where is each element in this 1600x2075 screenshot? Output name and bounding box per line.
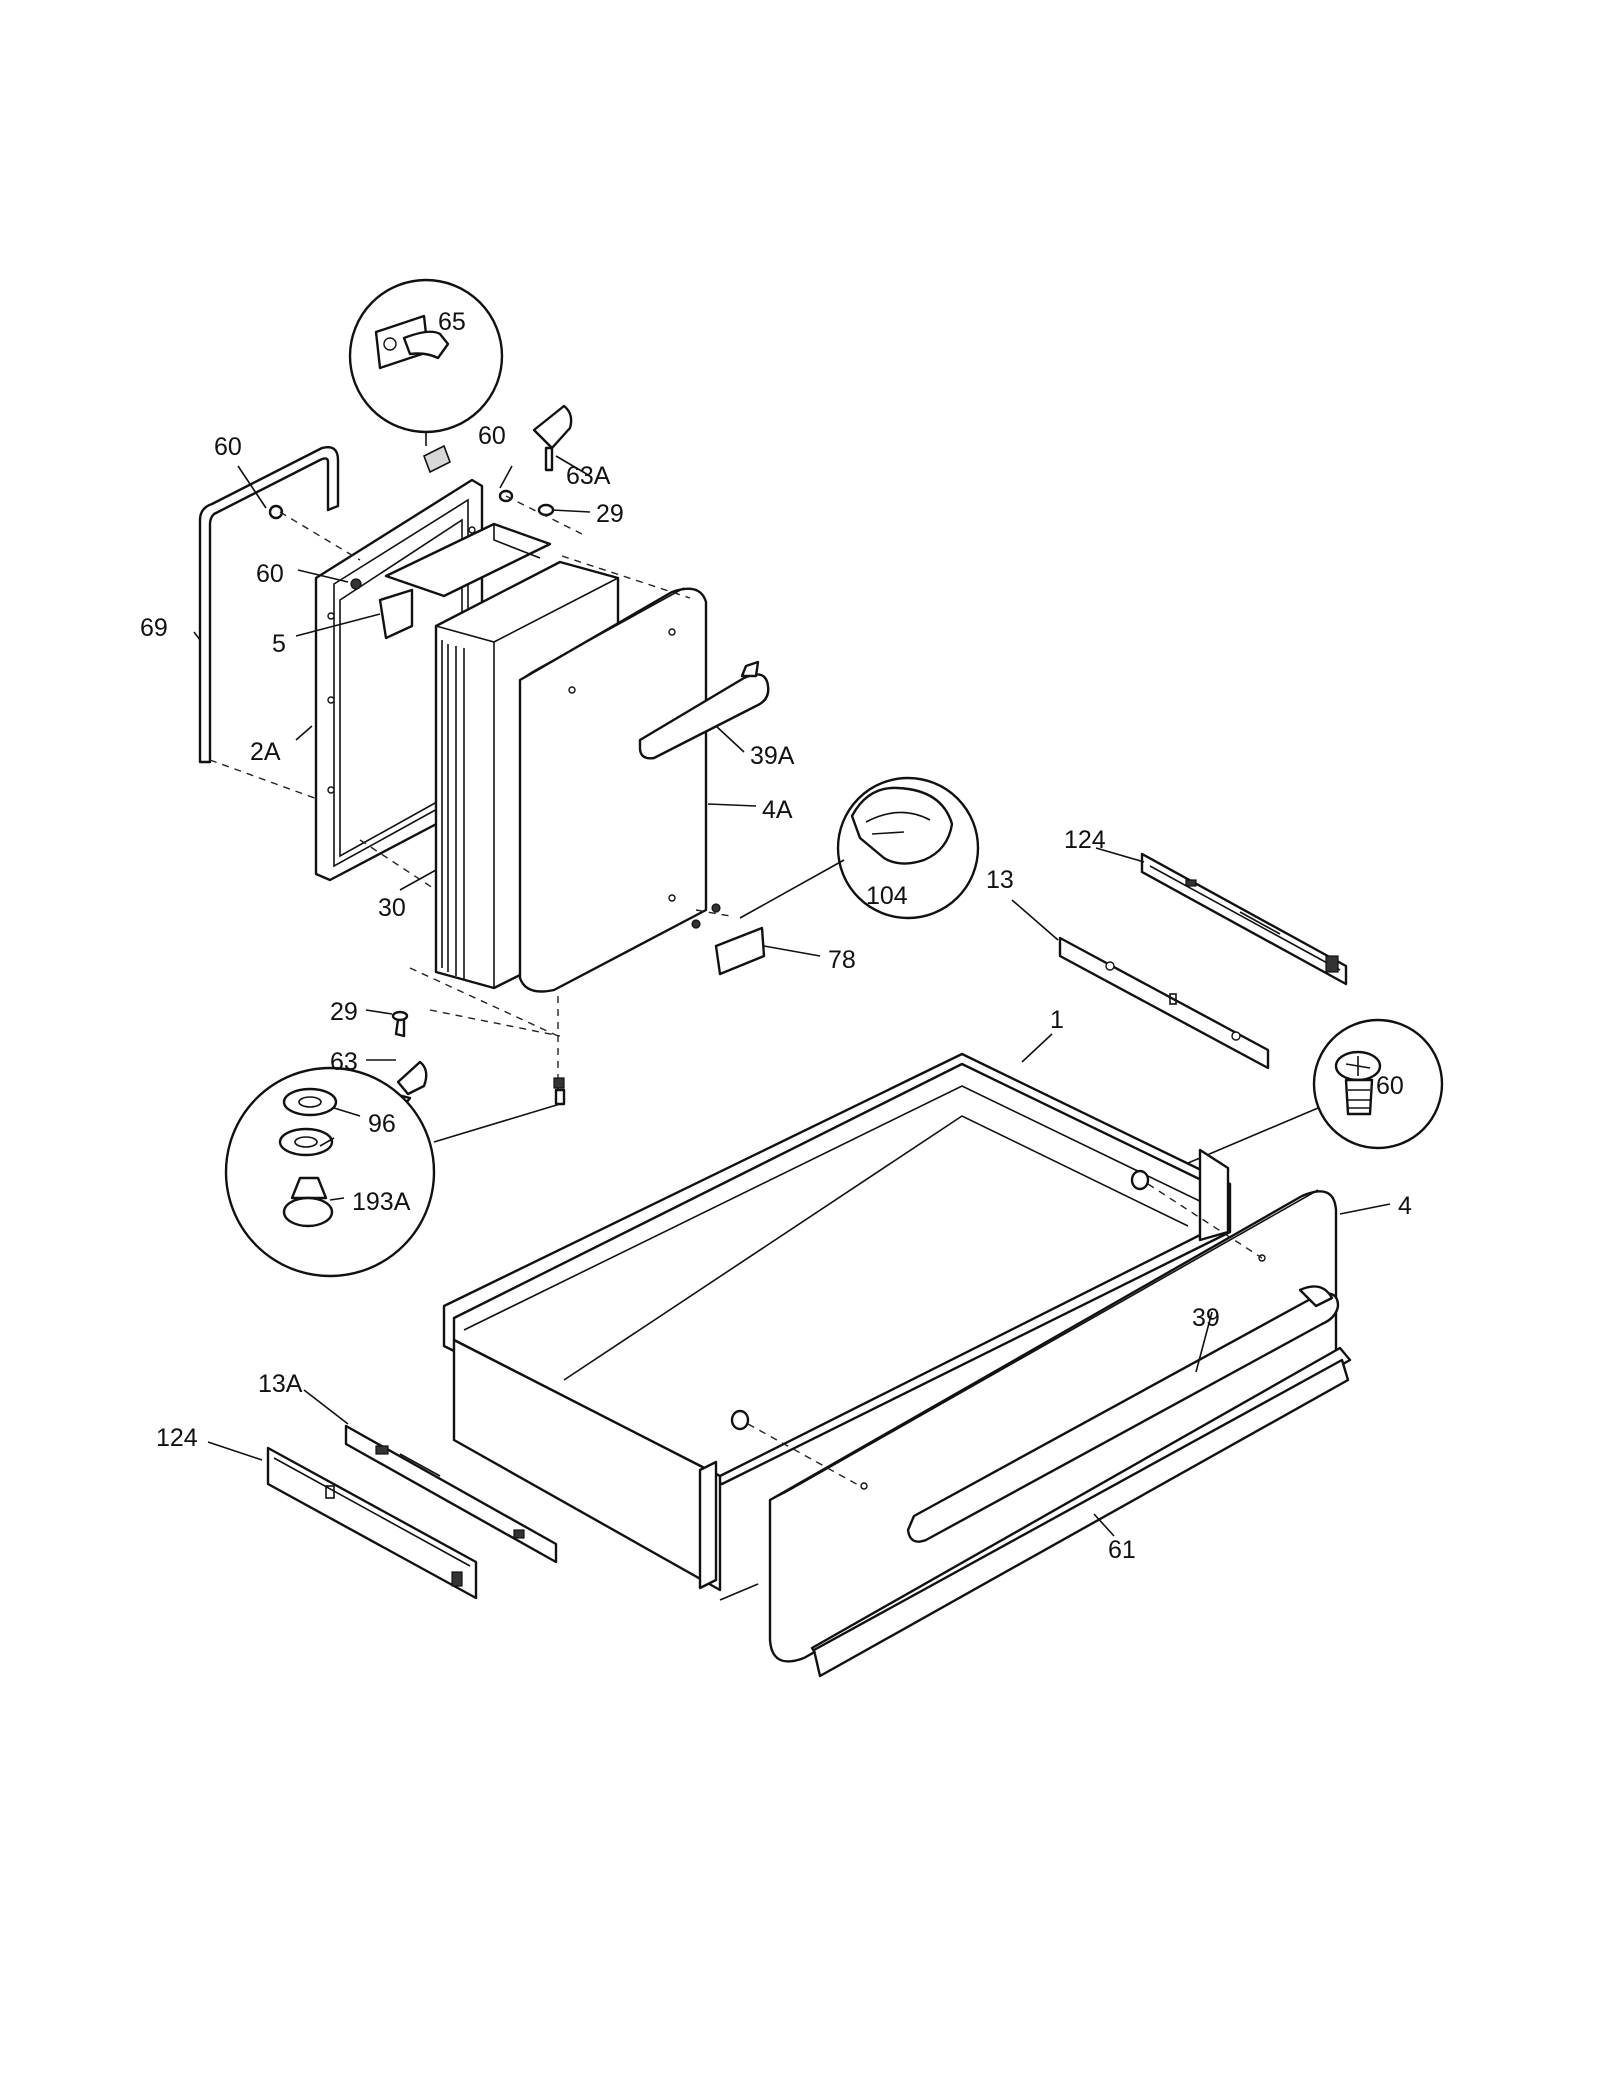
callout-65: 65 (438, 308, 466, 336)
callout-124-top: 124 (1064, 826, 1106, 854)
top-assembly-guides (209, 495, 731, 1090)
hinge-bracket (350, 522, 552, 640)
drawer-slide-right-outer (1140, 852, 1348, 986)
callout-39: 39 (1192, 1304, 1220, 1332)
door-bottom-fastener (553, 1077, 566, 1106)
detail-circle-60 (1147, 1018, 1444, 1181)
callout-29-top: 29 (596, 500, 624, 528)
callout-60-top-mid: 60 (478, 422, 506, 450)
drawer-slide-left-inner (344, 1424, 558, 1564)
callout-29-low: 29 (330, 998, 358, 1026)
callout-1: 1 (1050, 1006, 1064, 1034)
door-handle-upper (638, 660, 770, 760)
callout-13: 13 (986, 866, 1014, 894)
callout-60-right: 60 (1376, 1072, 1404, 1100)
callout-4A: 4A (762, 796, 793, 824)
leader-lines (193, 455, 1391, 1537)
drawer-handle (906, 1285, 1340, 1543)
detail-circle-96-193A (224, 1066, 561, 1278)
door-clip (691, 903, 766, 976)
drawer-slide-right-inner (1058, 936, 1270, 1070)
callout-78: 78 (828, 946, 856, 974)
callout-69: 69 (140, 614, 168, 642)
callout-63: 63 (330, 1048, 358, 1076)
hinge-pin-bottom (391, 1010, 428, 1106)
door-gasket (198, 446, 340, 764)
callout-4: 4 (1398, 1192, 1412, 1220)
callout-104: 104 (866, 882, 908, 910)
callout-124-left: 124 (156, 1424, 198, 1452)
callout-2A: 2A (250, 738, 281, 766)
callout-61: 61 (1108, 1536, 1136, 1564)
callout-5: 5 (272, 630, 286, 658)
detail-circle-65 (348, 278, 504, 446)
callout-30: 30 (378, 894, 406, 922)
callout-13A: 13A (258, 1370, 303, 1398)
magnet-catch (422, 444, 452, 474)
callout-60-top-left: 60 (214, 433, 242, 461)
drawer-body (442, 1052, 1232, 1601)
callout-60-mid: 60 (256, 560, 284, 588)
outer-door-panel (518, 587, 708, 993)
drawer-screws (730, 1169, 1263, 1487)
callout-39A: 39A (750, 742, 795, 770)
drawer-slide-left-outer (266, 1446, 478, 1600)
hinge-pin-top (268, 404, 573, 520)
callout-96: 96 (368, 1110, 396, 1138)
drawer-bottom-trim (810, 1346, 1352, 1678)
callout-63A: 63A (566, 462, 611, 490)
callout-193A: 193A (352, 1188, 411, 1216)
detail-circle-104 (739, 776, 980, 920)
